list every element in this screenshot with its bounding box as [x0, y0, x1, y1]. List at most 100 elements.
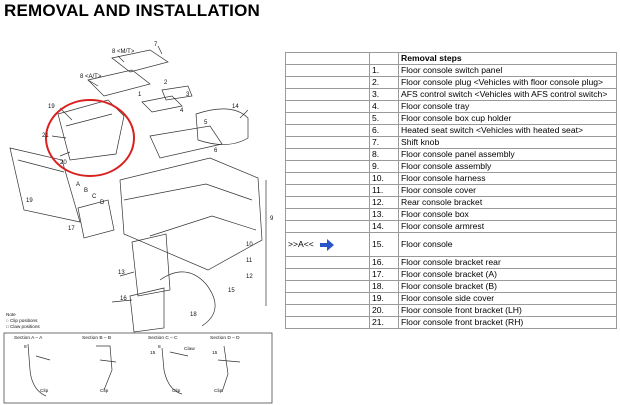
callout-label: 12 [246, 274, 253, 280]
step-number: 18. [369, 280, 399, 293]
callout-label: 8 <A/T> [80, 74, 102, 80]
section-label: 15 [212, 350, 218, 356]
ref-cell [285, 64, 370, 77]
step-description: Floor console front bracket (LH) [398, 304, 617, 317]
step-description: Floor console armrest [398, 220, 617, 233]
table-cell [369, 52, 399, 65]
callout-label: 14 [232, 104, 239, 110]
table-row: >>A<<15.Floor console [285, 232, 617, 257]
callout-label: 20 [60, 160, 67, 166]
section-title: Section C – C [148, 335, 178, 341]
section-label: Clip [172, 388, 181, 394]
section-label: 15 [150, 350, 156, 356]
ref-cell [285, 184, 370, 197]
page-title: REMOVAL AND INSTALLATION [4, 1, 261, 20]
ref-cell [285, 172, 370, 185]
step-number: 7. [369, 136, 399, 149]
front-bracket-part [57, 99, 125, 161]
ref-cell [285, 136, 370, 149]
callout-label: 4 [180, 108, 184, 114]
ref-cell [285, 316, 370, 329]
callout-label: 2 [164, 80, 168, 86]
table-header-row: Removal steps [285, 52, 617, 65]
step-description: Floor console [398, 232, 617, 257]
callout-label: 19 [48, 104, 55, 110]
table-row: 13.Floor console box [285, 208, 617, 221]
step-number: 11. [369, 184, 399, 197]
table-row: 6.Heated seat switch <Vehicles with heat… [285, 124, 617, 137]
bracket-lower-left [77, 199, 115, 239]
console-panel-part [87, 69, 151, 97]
step-number: 4. [369, 100, 399, 113]
ref-cell [285, 112, 370, 125]
callout-label: 8 <M/T> [112, 49, 135, 55]
step-description: Shift knob [398, 136, 617, 149]
section-title: Section B – B [82, 335, 111, 341]
ref-cell [285, 88, 370, 101]
step-number: 5. [369, 112, 399, 125]
ref-cell [285, 160, 370, 173]
ref-cell [285, 220, 370, 233]
step-description: Floor console assembly [398, 160, 617, 173]
tray-part [141, 95, 183, 113]
step-number: 15. [369, 232, 399, 257]
table-row: 4.Floor console tray [285, 100, 617, 113]
step-number: 10. [369, 172, 399, 185]
afs-switch-part [161, 85, 193, 101]
console-body [119, 157, 263, 271]
ref-cell [285, 124, 370, 137]
ref-cell [285, 268, 370, 281]
table-row: 7.Shift knob [285, 136, 617, 149]
step-description: Floor console box cup holder [398, 112, 617, 125]
table-row: 19.Floor console side cover [285, 292, 617, 305]
table-row: 17.Floor console bracket (A) [285, 268, 617, 281]
ref-cell[interactable]: >>A<< [285, 232, 370, 257]
callout-label: 19 [26, 198, 33, 204]
step-description: Rear console bracket [398, 196, 617, 209]
section-label: Clip [40, 388, 49, 394]
callout-label: 7 [154, 42, 158, 48]
table-row: 9.Floor console assembly [285, 160, 617, 173]
console-box-part [131, 233, 171, 297]
highlight-circle [45, 99, 135, 177]
step-number: 2. [369, 76, 399, 89]
callout-label: C [92, 194, 97, 200]
step-description: Floor console side cover [398, 292, 617, 305]
step-number: 17. [369, 268, 399, 281]
table-row: 12.Rear console bracket [285, 196, 617, 209]
table-row: 18.Floor console bracket (B) [285, 280, 617, 293]
step-number: 21. [369, 316, 399, 329]
step-description: AFS control switch <Vehicles with AFS co… [398, 88, 617, 101]
step-description: Floor console panel assembly [398, 148, 617, 161]
step-number: 1. [369, 64, 399, 77]
callout-label: 16 [120, 296, 127, 302]
right-arrow-icon[interactable] [319, 238, 334, 251]
table-header: Removal steps [398, 52, 617, 65]
step-description: Floor console bracket (A) [398, 268, 617, 281]
table-row: 21.Floor console front bracket (RH) [285, 316, 617, 329]
section-label: 8 [158, 344, 161, 350]
ref-cell [285, 100, 370, 113]
callout-label: 21 [42, 133, 49, 139]
callout-label: 10 [246, 242, 253, 248]
table-row: 5.Floor console box cup holder [285, 112, 617, 125]
step-description: Floor console cover [398, 184, 617, 197]
step-number: 13. [369, 208, 399, 221]
note-heading: Note [6, 312, 16, 317]
callout-label: 6 [214, 148, 218, 154]
side-cover-part [9, 147, 81, 223]
table-row: 16.Floor console bracket rear [285, 256, 617, 269]
section-label: 8 [24, 344, 27, 350]
table-row: 11.Floor console cover [285, 184, 617, 197]
ref-cell [285, 292, 370, 305]
section-label: Claw [184, 346, 195, 352]
step-number: 8. [369, 148, 399, 161]
table-row: 14.Floor console armrest [285, 220, 617, 233]
callout-label: 18 [190, 312, 197, 318]
removal-steps-table: Removal steps 1.Floor console switch pan… [285, 52, 617, 329]
ref-cell [285, 148, 370, 161]
callout-label: 3 [186, 92, 190, 98]
table-row: 8.Floor console panel assembly [285, 148, 617, 161]
callout-label: D [100, 200, 105, 206]
step-description: Floor console tray [398, 100, 617, 113]
